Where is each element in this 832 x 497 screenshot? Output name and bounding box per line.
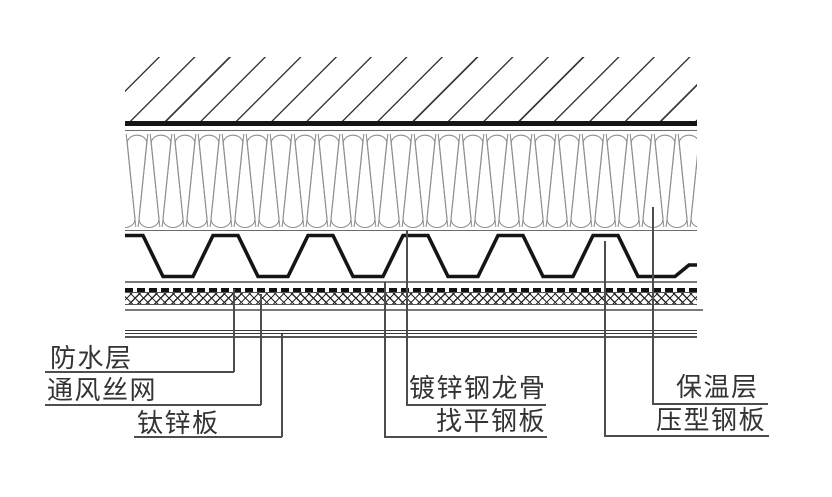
- titanium-zinc-panel-line-2: [125, 333, 697, 334]
- leader-profiled-sheet-vertical: [604, 241, 606, 436]
- insulation-top-line: [125, 130, 697, 131]
- leveling-plate-line: [125, 281, 697, 283]
- insulation-bottom-line: [125, 230, 697, 231]
- leader-waterproof-underline: [45, 371, 234, 373]
- leader-leveling-plate-underline: [384, 436, 547, 438]
- hatch-layer: [125, 57, 697, 121]
- label-ventilation-wire-mesh: 通风丝网: [47, 375, 158, 405]
- slab-bottom-line: [125, 121, 697, 126]
- label-waterproof-layer: 防水层: [50, 343, 133, 373]
- titanium-zinc-panel-line-1: [125, 330, 697, 331]
- label-insulation-layer: 保温层: [676, 372, 759, 402]
- profiled-steel-sheet-layer: [125, 233, 697, 279]
- leader-insulation-vertical: [652, 207, 654, 404]
- insulation-batt-layer: [125, 131, 697, 230]
- leader-ventilation-vertical: [260, 294, 262, 405]
- titanium-zinc-panel-line-3: [125, 336, 697, 338]
- label-galvanized-steel-keel: 镀锌钢龙骨: [409, 373, 547, 403]
- leader-titanium-zinc-vertical: [281, 334, 283, 437]
- leader-leveling-plate-vertical: [384, 282, 386, 437]
- leader-ventilation-underline: [45, 404, 261, 406]
- leader-steel-keel-underline: [406, 404, 546, 406]
- leader-titanium-zinc-underline: [134, 436, 282, 438]
- label-titanium-zinc-panel: 钛锌板: [137, 408, 220, 438]
- label-leveling-steel-plate: 找平钢板: [436, 406, 547, 436]
- leader-waterproof-vertical: [233, 289, 235, 372]
- leader-profiled-sheet-underline: [604, 435, 769, 437]
- ventilation-mesh-crosshatch: [125, 292, 697, 305]
- waterproof-membrane-dashes: [125, 288, 697, 292]
- leader-steel-keel-vertical: [406, 230, 408, 405]
- keel-support-line: [125, 309, 703, 311]
- label-profiled-steel-sheet: 压型钢板: [656, 405, 767, 435]
- leader-insulation-underline: [652, 403, 768, 405]
